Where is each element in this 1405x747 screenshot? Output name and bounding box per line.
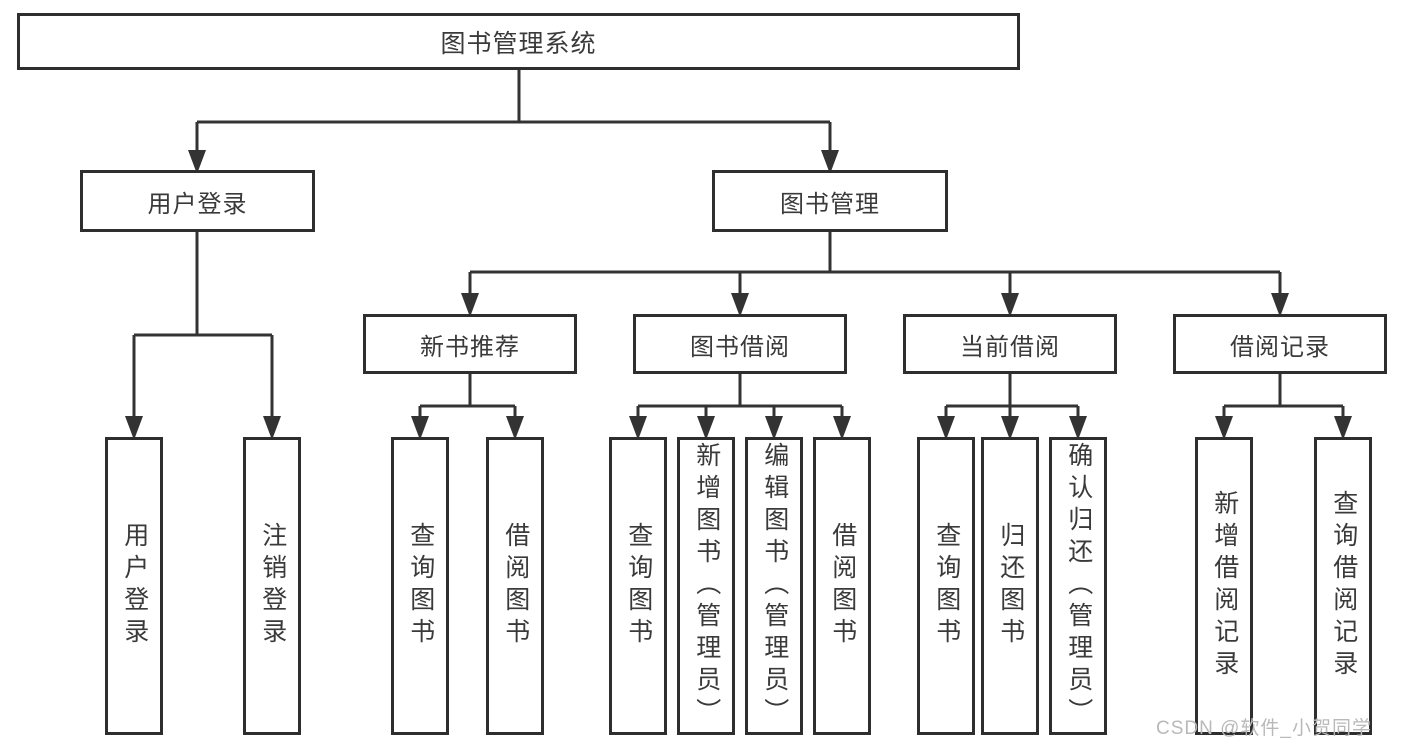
leaf-query-borrow-record: 查询借阅记录 [1314,437,1372,735]
leaf-add-borrow-record: 新增借阅记录 [1195,437,1253,735]
leaf-user-login: 用户登录 [105,437,163,735]
leaf-logout: 注销登录 [243,437,301,735]
node-label: 归还图书 [996,522,1025,650]
node-label: 新书推荐 [420,333,520,361]
leaf-query-books-recommend: 查询图书 [391,437,449,735]
leaf-query-books-borrowing: 查询图书 [609,437,667,735]
leaf-borrow-books: 借阅图书 [813,437,871,735]
node-label: 图书借阅 [690,333,790,361]
node-library-management-system: 图书管理系统 [17,13,1020,70]
leaf-edit-books-admin: 编辑图书（管理员） [745,437,803,735]
leaf-return-books: 归还图书 [981,437,1039,735]
node-label: 确认归还（管理员） [1064,442,1093,730]
node-label: 图书管理系统 [440,29,597,58]
node-user-login: 用户登录 [80,170,315,232]
node-new-book-recommend: 新书推荐 [363,314,577,374]
node-label: 新增借阅记录 [1210,490,1239,682]
node-borrow-records: 借阅记录 [1173,314,1387,374]
node-label: 当前借阅 [960,333,1060,361]
node-label: 借阅图书 [501,522,530,650]
node-label: 查询借阅记录 [1329,490,1358,682]
node-label: 注销登录 [258,522,287,650]
node-label: 查询图书 [406,522,435,650]
node-label: 用户登录 [147,190,248,218]
leaf-borrow-books-recommend: 借阅图书 [486,437,544,735]
node-label: 图书管理 [780,190,880,218]
leaf-confirm-return-admin: 确认归还（管理员） [1049,437,1107,735]
leaf-add-books-admin: 新增图书（管理员） [677,437,735,735]
node-label: 借阅记录 [1230,333,1330,361]
node-label: 用户登录 [120,522,149,650]
watermark: CSDN @软件_小贺同学 [1156,718,1372,739]
node-label: 查询图书 [624,522,653,650]
node-label: 借阅图书 [828,522,857,650]
node-label: 新增图书（管理员） [692,442,721,730]
node-current-borrowing: 当前借阅 [903,314,1117,374]
node-book-borrowing: 图书借阅 [633,314,847,374]
node-label: 编辑图书（管理员） [760,442,789,730]
node-label: 查询图书 [932,522,961,650]
leaf-query-books-current: 查询图书 [917,437,975,735]
node-book-management: 图书管理 [712,170,948,232]
